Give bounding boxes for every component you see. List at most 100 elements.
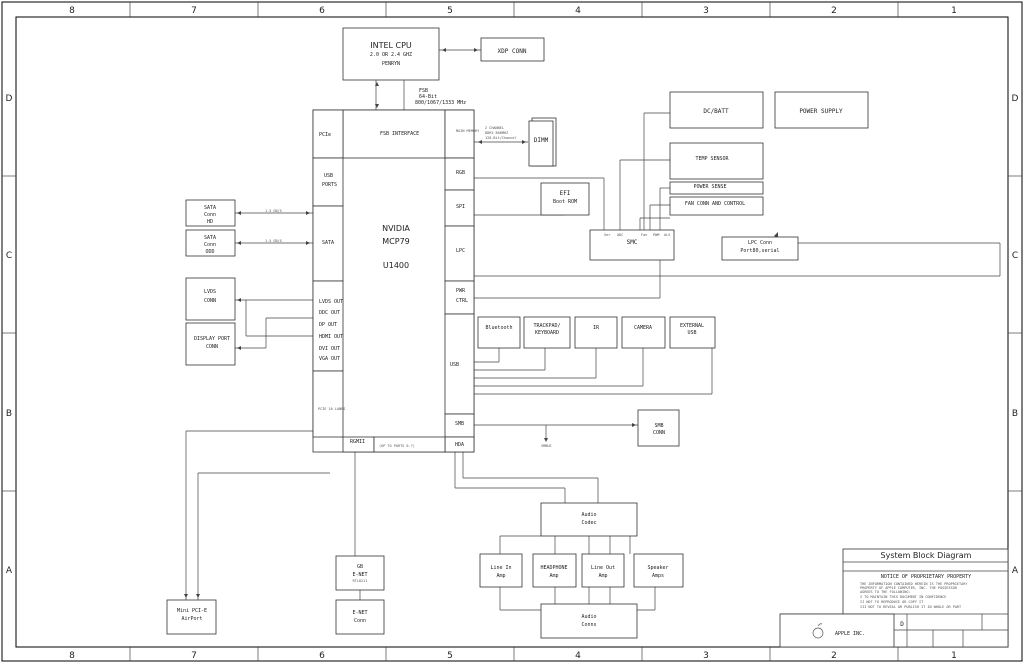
camera-block: [621, 316, 666, 349]
audio-codec-l2: Codec: [581, 520, 596, 526]
dc-batt-title: DC/BATT: [703, 108, 729, 115]
notice-text: NOTICE OF PROPRIETARY PROPERTY: [881, 574, 971, 580]
mcp-pwr-label: PWR: [456, 288, 466, 294]
amp-l2: Amp: [598, 573, 607, 579]
memory-bus-speed: DDR3 800MHZ: [485, 131, 508, 135]
fsb-width: 64-Bit: [419, 94, 437, 100]
usb-dev-l1: TRACKPAD/: [533, 323, 560, 329]
display-port-conn: [185, 322, 236, 366]
col-label-top: 6: [319, 6, 325, 16]
mcp-rgb-label: RGB: [456, 170, 465, 176]
mcp-part: MCP79: [382, 237, 410, 246]
external-usb-block: [669, 316, 716, 349]
enet-phy-l1: GB: [357, 564, 363, 570]
mcp-sata-label: SATA: [322, 240, 334, 246]
mcp-memory-port: [444, 109, 475, 159]
amp-l1: Line Out: [591, 565, 615, 571]
audio-conns-l2: Conns: [581, 622, 596, 628]
dc-batt-block: [669, 91, 764, 129]
cpu-block: [342, 27, 440, 81]
sata-speed-odd: 1.5 GB/S: [265, 239, 282, 243]
amp-l1: Speaker: [647, 565, 668, 571]
audio-codec-l1: Audio: [581, 512, 596, 518]
mcp-display-out: DP OUT: [319, 322, 337, 328]
sata-hd-l3: HD: [207, 219, 213, 225]
notice-item: I TO MAINTAIN THIS DOCUMENT IN CONFIDENC…: [860, 595, 946, 599]
line-in-amp: [479, 553, 523, 588]
cpu-name: PENRYN: [382, 61, 400, 67]
smb-conn-l2: CONN: [653, 430, 665, 436]
mcp-usb-hub-label: USB: [450, 362, 459, 368]
lpc-conn-block: [721, 236, 799, 261]
display-port-l1: DISPLAY PORT: [194, 336, 230, 342]
mcp-main-memory-label: MAIN MEMORY: [456, 129, 480, 133]
power-sense-title: POWER SENSE: [693, 184, 726, 190]
col-label-bottom: 2: [831, 651, 837, 661]
title-text: System Block Diagram: [881, 551, 972, 560]
amp-l1: HEADPHONE: [540, 565, 567, 571]
mcp-pcie-label: PCIe: [319, 132, 331, 138]
audio-codec-block: [540, 502, 638, 537]
usb-dev-l1: Bluetooth: [485, 325, 512, 331]
mcp-sata-port: [312, 205, 344, 282]
mcp-ctrl-label: CTRL: [456, 298, 468, 304]
smbus-label: SMBUS: [541, 444, 552, 448]
lvds-l1: LVDS: [204, 289, 216, 295]
smc-pin: Fan: [641, 233, 647, 237]
row-label-left: D: [6, 94, 13, 104]
notice-item: II NOT TO REPRODUCE OR COPY IT: [860, 600, 924, 604]
lvds-l2: CONN: [204, 298, 216, 304]
trackpad-keyboard-block: [523, 316, 571, 349]
row-label-right: A: [1012, 566, 1019, 576]
col-label-bottom: 3: [703, 651, 709, 661]
mcp-ref: U1400: [383, 261, 409, 270]
lpc-conn-l2: Port80,serial: [740, 248, 779, 254]
xdp-title: XDP CONN: [498, 48, 527, 55]
dimm-title: DIMM: [534, 137, 549, 144]
fan-block: [669, 196, 764, 216]
mcp-vendor: NVIDIA: [382, 224, 410, 233]
mcp-usb-label: USB: [324, 173, 333, 179]
smc-block: [589, 229, 675, 261]
mcp-display-out: LVDS OUT: [319, 299, 343, 305]
col-label-top: 7: [191, 6, 197, 16]
lvds-conn: [185, 277, 236, 321]
row-label-left: C: [6, 251, 12, 261]
notice-line: AGREES TO THE FOLLOWING:: [860, 590, 911, 594]
airport-l2: AirPort: [181, 616, 202, 622]
speaker-amps: [633, 553, 684, 588]
sata-odd-l3: ODD: [205, 249, 214, 255]
fan-title: FAN CONN AND CONTROL: [685, 201, 745, 207]
mcp-hda-label: HDA: [455, 442, 464, 448]
mcp-lpc-label: LPC: [456, 248, 465, 254]
temp-sensor-block: [669, 142, 764, 180]
mcp-pcie-ports-port: [373, 436, 446, 453]
mcp-display-out: DDC OUT: [319, 310, 340, 316]
col-label-top: 5: [447, 6, 453, 16]
line-out-amp: [581, 553, 625, 588]
smb-conn-block: [637, 409, 680, 447]
mcp-usb-hub: [444, 313, 475, 415]
row-label-right: D: [1012, 94, 1019, 104]
col-label-top: 3: [703, 6, 709, 16]
headphone-amp: [532, 553, 577, 588]
inner-frame: [15, 16, 1009, 648]
bluetooth-block: [477, 316, 521, 349]
amp-l2: Amp: [496, 573, 505, 579]
col-label-bottom: 7: [191, 651, 197, 661]
usb-dev-l1: IR: [593, 325, 600, 331]
efi-title: EFI: [560, 190, 571, 197]
mcp-ports-label: PORTS: [322, 182, 337, 188]
company-cell: [779, 613, 895, 648]
fsb-speed: 800/1067/1333 MHz: [415, 100, 466, 106]
col-label-bottom: 8: [69, 651, 75, 661]
airport-l1: Mini PCI-E: [177, 608, 207, 614]
enet-conn-block: [335, 599, 385, 635]
notice-line: THE INFORMATION CONTAINED HEREIN IS THE …: [860, 582, 968, 586]
sata-odd-l2: Conn: [204, 242, 216, 248]
amp-l2: Amps: [652, 573, 664, 579]
efi-rom-block: [540, 182, 590, 216]
